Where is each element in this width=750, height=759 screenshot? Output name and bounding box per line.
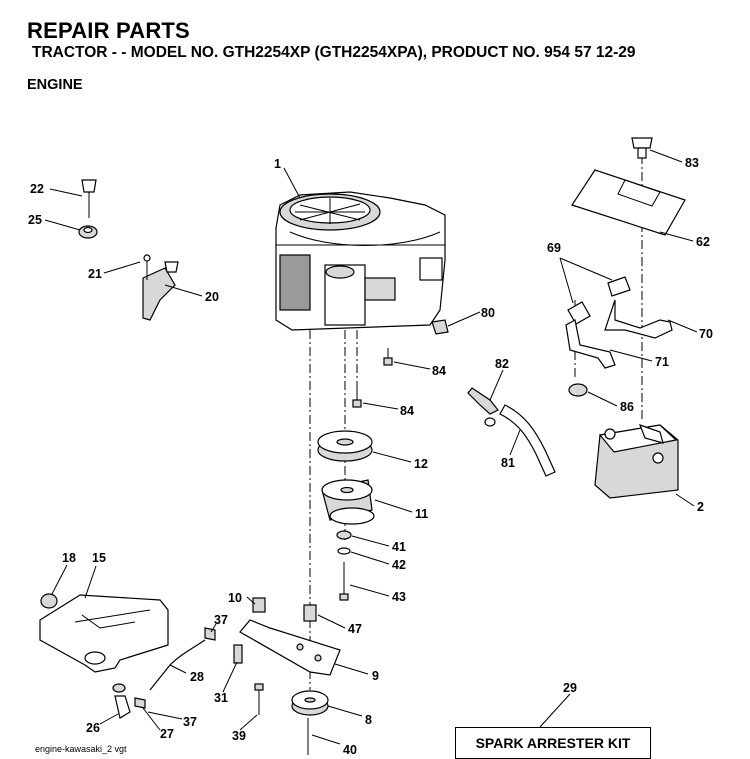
callout-27: 27 bbox=[160, 727, 174, 741]
part-80-fitting bbox=[431, 319, 449, 335]
part-26-cap bbox=[112, 683, 126, 693]
callout-82: 82 bbox=[495, 357, 509, 371]
callout-25: 25 bbox=[28, 213, 42, 227]
part-39-bolt bbox=[254, 683, 264, 715]
callout-9: 9 bbox=[372, 669, 379, 683]
engine-assembly bbox=[275, 191, 446, 331]
callout-81: 81 bbox=[501, 456, 515, 470]
callout-26: 26 bbox=[86, 721, 100, 735]
callout-20: 20 bbox=[205, 290, 219, 304]
callout-42: 42 bbox=[392, 558, 406, 572]
callout-21: 21 bbox=[88, 267, 102, 281]
callout-41: 41 bbox=[392, 540, 406, 554]
part-27-clamp bbox=[134, 697, 146, 709]
callout-1: 1 bbox=[274, 157, 281, 171]
callout-22: 22 bbox=[30, 182, 44, 196]
part-8-idler-pulley bbox=[291, 690, 329, 716]
part-43-bolt bbox=[339, 562, 349, 601]
callout-37-lower: 37 bbox=[183, 715, 197, 729]
part-20-throttle-bracket bbox=[142, 254, 179, 321]
section-heading: ENGINE bbox=[27, 77, 83, 93]
part-9-idler-bracket bbox=[239, 619, 341, 676]
callout-15: 15 bbox=[92, 551, 106, 565]
callout-80: 80 bbox=[481, 306, 495, 320]
callout-62: 62 bbox=[696, 235, 710, 249]
part-41-washer bbox=[336, 530, 352, 540]
callout-10: 10 bbox=[228, 591, 242, 605]
part-25-nut bbox=[78, 225, 98, 239]
callout-70: 70 bbox=[699, 327, 713, 341]
part-10-spacer bbox=[252, 597, 266, 613]
part-82-fuel-fitting bbox=[467, 387, 499, 427]
part-2-muffler bbox=[594, 424, 679, 499]
callout-86: 86 bbox=[620, 400, 634, 414]
part-84-bolts bbox=[352, 348, 393, 408]
callout-47: 47 bbox=[348, 622, 362, 636]
callout-69: 69 bbox=[547, 241, 561, 255]
model-subtitle: TRACTOR - - MODEL NO. GTH2254XP (GTH2254… bbox=[32, 44, 636, 61]
callout-83: 83 bbox=[685, 156, 699, 170]
callout-31: 31 bbox=[214, 691, 228, 705]
callout-39: 39 bbox=[232, 729, 246, 743]
part-26-valve bbox=[114, 695, 131, 719]
page-title: REPAIR PARTS bbox=[27, 18, 190, 43]
part-81-fuel-line bbox=[499, 404, 556, 477]
part-47-spacer bbox=[303, 604, 317, 622]
part-42-washer bbox=[337, 547, 351, 555]
callout-8: 8 bbox=[365, 713, 372, 727]
figure-id-footer: engine-kawasaki_2 vgt bbox=[35, 744, 127, 754]
part-15-air-cleaner-base bbox=[39, 594, 169, 673]
callout-84-lower: 84 bbox=[400, 404, 414, 418]
part-11-electric-clutch bbox=[321, 479, 375, 525]
leader-lines bbox=[44, 149, 698, 745]
part-31-spring bbox=[233, 644, 243, 664]
part-62-heat-shield bbox=[571, 169, 686, 236]
part-37-clamp-top bbox=[204, 627, 216, 641]
spark-arrester-kit-box: SPARK ARRESTER KIT bbox=[455, 727, 651, 759]
callout-37-upper: 37 bbox=[214, 613, 228, 627]
callout-labels: 1 22 25 21 20 83 62 69 70 71 80 84 84 82… bbox=[28, 156, 713, 755]
part-22-pin bbox=[81, 179, 97, 218]
callout-40: 40 bbox=[343, 743, 357, 755]
callout-28: 28 bbox=[190, 670, 204, 684]
callout-84-upper: 84 bbox=[432, 364, 446, 378]
callout-18: 18 bbox=[62, 551, 76, 565]
callout-43: 43 bbox=[392, 590, 406, 604]
callout-71: 71 bbox=[655, 355, 669, 369]
part-70-71-exhaust-pipes bbox=[565, 276, 673, 369]
part-83-knob bbox=[631, 137, 653, 159]
callout-29: 29 bbox=[563, 681, 577, 695]
part-86-gasket bbox=[568, 383, 588, 397]
callout-2: 2 bbox=[697, 500, 704, 514]
part-18-cap bbox=[40, 593, 58, 609]
callout-11: 11 bbox=[415, 507, 428, 521]
callout-12: 12 bbox=[414, 457, 428, 471]
part-12-pulley bbox=[317, 430, 373, 462]
